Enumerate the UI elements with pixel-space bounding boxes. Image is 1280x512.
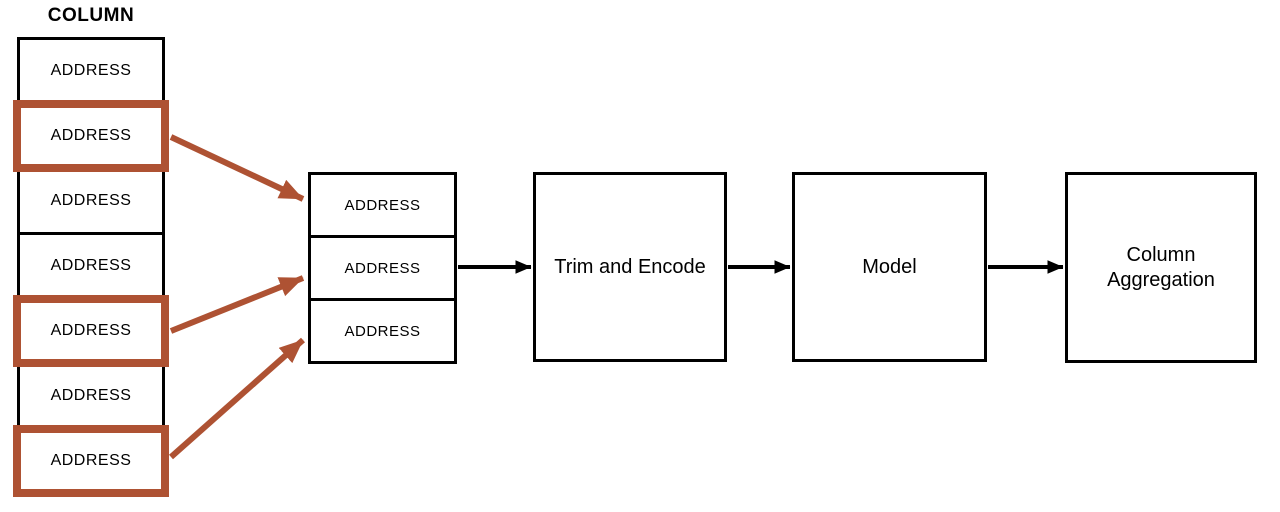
column-cell: ADDRESS xyxy=(17,167,165,235)
column-cell-label: ADDRESS xyxy=(50,452,132,469)
sample-cell-label: ADDRESS xyxy=(344,322,421,340)
sample-arrow-2 xyxy=(169,275,305,334)
column-cell-label: ADDRESS xyxy=(50,322,132,339)
column-cell-highlighted: ADDRESS xyxy=(13,425,169,497)
column-cell: ADDRESS xyxy=(17,232,165,300)
process-box-label: Model xyxy=(862,255,917,278)
column-title: COLUMN xyxy=(47,5,135,26)
column-cell-highlighted: ADDRESS xyxy=(13,295,169,367)
process-box-column-aggregation: Column Aggregation xyxy=(1065,172,1257,363)
column-cell: ADDRESS xyxy=(17,362,165,430)
sample-cell-label: ADDRESS xyxy=(344,259,421,277)
column-cell-highlighted: ADDRESS xyxy=(13,100,169,172)
sample-arrow-1 xyxy=(169,134,305,202)
sample-cell: ADDRESS xyxy=(308,298,457,364)
process-box-trim-and-encode: Trim and Encode xyxy=(533,172,727,362)
column-cell-label: ADDRESS xyxy=(50,127,132,144)
column-cell: ADDRESS xyxy=(17,37,165,105)
sample-cell-label: ADDRESS xyxy=(344,196,421,214)
sample-cell: ADDRESS xyxy=(308,172,457,238)
process-box-model: Model xyxy=(792,172,987,362)
column-cell-label: ADDRESS xyxy=(50,62,132,79)
sample-cell: ADDRESS xyxy=(308,235,457,301)
column-cell-label: ADDRESS xyxy=(50,192,132,209)
sample-arrow-3 xyxy=(169,337,305,460)
process-box-label: Column Aggregation xyxy=(1107,243,1215,291)
process-box-label: Trim and Encode xyxy=(554,255,706,278)
column-cell-label: ADDRESS xyxy=(50,387,132,404)
column-cell-label: ADDRESS xyxy=(50,257,132,274)
